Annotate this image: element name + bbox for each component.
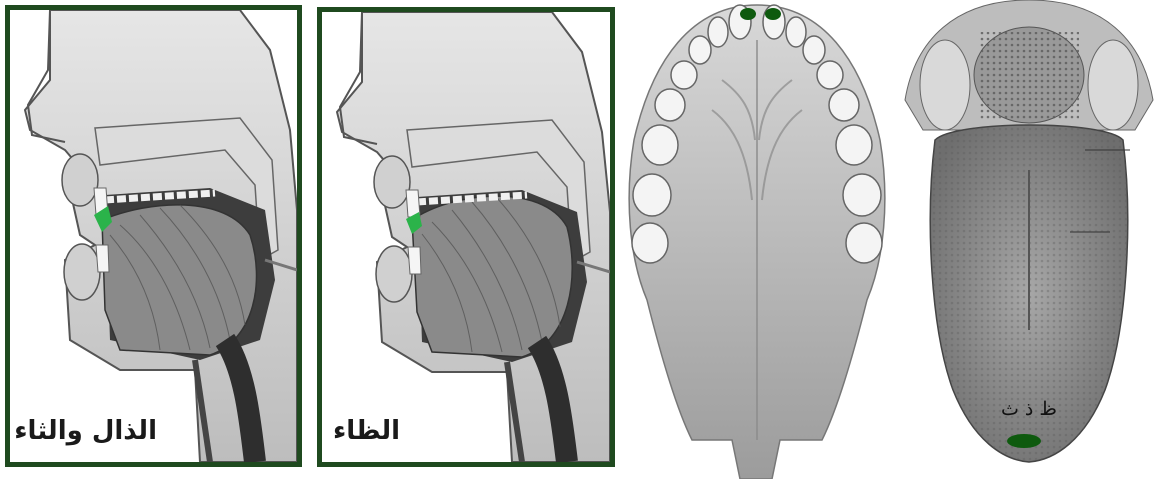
caption-dhal-thaa: الذال والثاء (14, 416, 157, 446)
palate-illustration (622, 0, 892, 479)
tongue-letters-label: ظ ذ ث (1001, 398, 1057, 420)
tongue-diagram: ظ ذ ث (895, 0, 1163, 479)
incisor-marker-left (740, 8, 756, 20)
sagittal-diagram-zaa: الظاء (317, 7, 615, 467)
sagittal-illustration (322, 12, 610, 462)
incisor-marker-right (765, 8, 781, 20)
sagittal-diagram-dhal-thaa: الذال والثاء (5, 5, 302, 467)
caption-zaa: الظاء (333, 416, 400, 446)
sagittal-illustration (10, 10, 297, 462)
upper-dental-arch-diagram (622, 0, 892, 479)
tongue-tip-marker (1007, 434, 1041, 448)
